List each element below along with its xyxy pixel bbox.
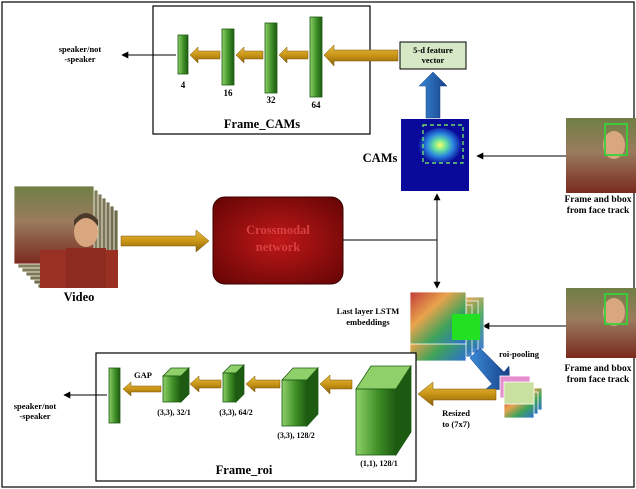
cam-layer-16 (221, 28, 235, 86)
cams-heatmap (401, 119, 469, 191)
top-output-label-line1: speaker/not (59, 44, 102, 54)
cam-layer-label-16: 16 (224, 88, 234, 98)
roi-layer-label-128-1: (1,1), 128/1 (360, 459, 398, 468)
cam-layer-4 (177, 34, 189, 75)
feature-vector-box (399, 41, 467, 70)
top-output-label-line2: -speaker (64, 54, 95, 64)
roi-gold-arrow-2 (245, 375, 281, 393)
roi-layer-block-3x3-128 (281, 366, 319, 428)
video-label: Video (64, 290, 95, 304)
lstm-embeddings-stack (409, 291, 485, 362)
frame-cams-panel (152, 5, 371, 135)
crossmodal-label-line2: network (256, 240, 300, 254)
face-track-top-line1: Frame and bbox (564, 195, 631, 205)
gold-arrow-resized-to-roi (417, 381, 497, 407)
roi-gap-bar (108, 367, 121, 424)
gap-label: GAP (134, 370, 152, 380)
frame-roi-title: Frame_roi (216, 463, 273, 477)
face-track-bottom-line1: Frame and bbox (564, 364, 631, 374)
gold-arrow-left-1 (189, 46, 221, 64)
gold-arrow-left-3 (278, 46, 309, 64)
roi-layer-block-1x1-128 (355, 364, 412, 457)
face-track-image-bottom (566, 288, 636, 358)
roi-gold-arrow-gap (122, 381, 162, 397)
resized-label-line1: Resized (442, 408, 470, 418)
face-track-top-line2: from face track (567, 206, 630, 216)
crossmodal-label-line1: Crossmodal (246, 223, 310, 237)
blue-arrow-up (418, 71, 448, 119)
bottom-output-label-line2: -speaker (19, 411, 50, 421)
cam-layer-64 (309, 16, 323, 98)
resized-label-line2: to (7x7) (442, 419, 470, 429)
gold-arrow-left-4 (323, 44, 399, 67)
bottom-output-label-line1: speaker/not (14, 401, 57, 411)
face-track-image-top (566, 118, 636, 193)
roi-layer-label-32: (3,3), 32/1 (157, 408, 191, 417)
roi-gold-arrow-3 (189, 375, 222, 393)
cams-label: CAMs (363, 151, 398, 165)
roi-gold-arrow-1 (319, 374, 353, 395)
roi-pooling-label: roi-pooling (499, 349, 540, 359)
cam-layer-label-32: 32 (267, 95, 277, 105)
lstm-label-line1: Last layer LSTM (337, 306, 400, 316)
video-frame-stack (13, 185, 119, 289)
roi-layer-label-64: (3,3), 64/2 (219, 408, 253, 417)
lstm-label-line2: embeddings (346, 317, 390, 327)
feature-vector-label-line2: vector (422, 55, 445, 65)
gold-arrow-left-2 (235, 46, 264, 64)
gold-arrow-video-to-network (120, 229, 210, 253)
roi-layer-label-128-2: (3,3), 128/2 (277, 431, 315, 440)
feature-vector-label-line1: 5-d feature (413, 45, 453, 55)
frame-cams-title: Frame_CAMs (224, 117, 300, 131)
roi-layer-block-3x3-32 (162, 367, 190, 403)
roi-layer-block-3x3-64 (222, 364, 245, 403)
cam-layer-32 (264, 22, 278, 94)
resized-feature-stack (499, 375, 543, 419)
face-track-bottom-line2: from face track (567, 375, 630, 385)
cam-layer-label-4: 4 (181, 80, 186, 90)
cam-layer-label-64: 64 (312, 100, 322, 110)
